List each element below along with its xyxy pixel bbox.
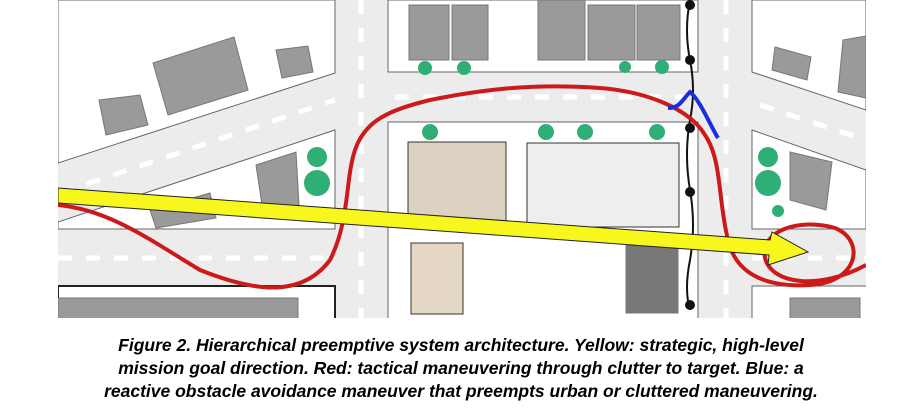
obstacle-chain — [685, 0, 695, 311]
reactive-path-blue — [667, 89, 720, 140]
grid-building — [410, 242, 464, 315]
tan-building — [407, 141, 507, 224]
trees — [304, 60, 784, 217]
strategic-arrow-yellow — [58, 187, 810, 266]
urban-map-figure — [58, 0, 866, 318]
white-building — [526, 142, 680, 228]
caption-line: Figure 2. Hierarchical preemptive system… — [118, 335, 804, 355]
tactical-path-red — [58, 84, 866, 290]
figure-caption: Figure 2. Hierarchical preemptive system… — [0, 334, 922, 403]
lane-markings — [58, 0, 866, 318]
buildings — [58, 0, 866, 318]
caption-line: reactive obstacle avoidance maneuver tha… — [104, 381, 818, 401]
city-block — [751, 0, 866, 111]
caption-line: mission goal direction. Red: tactical ma… — [118, 358, 804, 378]
